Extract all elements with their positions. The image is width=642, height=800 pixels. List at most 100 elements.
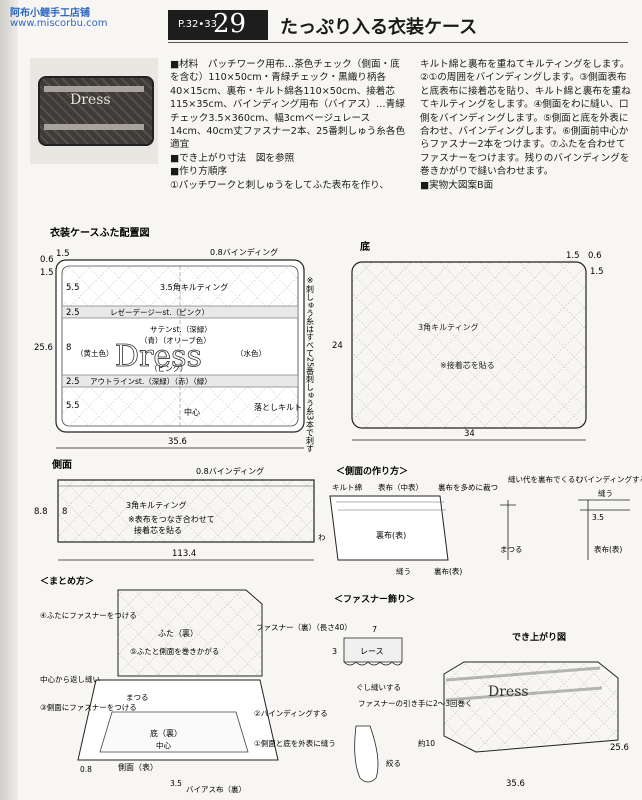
watermark-url: www.miscorbu.com bbox=[10, 18, 108, 29]
item-number: 29 bbox=[213, 9, 247, 39]
lid-otoshi-label: 落としキルト bbox=[254, 402, 302, 412]
sidemake-layers bbox=[336, 501, 446, 511]
side-binding-label: 0.8バインディング bbox=[196, 466, 264, 476]
case-photo-band bbox=[44, 86, 144, 92]
sidemake-binding-drawing bbox=[578, 499, 630, 560]
zipdeco-heading: ＜ファスナー飾り＞ bbox=[334, 593, 415, 605]
lid-dim-f: 8 bbox=[66, 343, 71, 353]
finished-box-drawing bbox=[443, 661, 619, 753]
assembly-center: 中心 bbox=[156, 740, 171, 750]
sidemake-l8: 縫い代を裏布でくるむ bbox=[508, 474, 583, 484]
zipdeco-seven: 7 bbox=[372, 625, 377, 634]
lid-note: ※刺しゅう糸はすべて25番刺しゅう糸3本で刺す bbox=[306, 276, 315, 452]
assembly-bottom: 底（裏） bbox=[150, 728, 182, 738]
page-reference: P.32•33 bbox=[178, 19, 217, 30]
lid-heading: 衣装ケースふた配置図 bbox=[50, 226, 150, 239]
assembly-bottom-drawing bbox=[99, 711, 249, 753]
finished-width: 35.6 bbox=[506, 779, 525, 789]
sidemake-l13: 表布(表) bbox=[594, 544, 622, 554]
sidemake-l1: キルト綿 bbox=[332, 482, 362, 492]
sidemake-l5: 縫う bbox=[396, 566, 411, 576]
header-rule bbox=[168, 42, 628, 43]
lid-satin-label: サテンst.（深緑） bbox=[150, 324, 212, 334]
zipdeco-shiboru: 絞る bbox=[386, 758, 401, 768]
lid-ao-label: （青）（オリーブ色） bbox=[140, 335, 211, 345]
book-spine-shadow bbox=[0, 0, 18, 800]
assembly-side: 側面（表） bbox=[118, 762, 158, 772]
finished-heading: でき上がり図 bbox=[512, 631, 566, 643]
zipdeco-kushi: ぐし縫いする bbox=[356, 682, 401, 692]
watermark-text: 阿布小鲤手工店铺 bbox=[10, 8, 90, 19]
lid-dim-height: 25.6 bbox=[34, 343, 53, 353]
sidemake-seam-drawing bbox=[500, 500, 516, 560]
lid-quilt-label: 3.5角キルティング bbox=[160, 282, 228, 292]
zipdeco-lace-scallop bbox=[343, 661, 403, 666]
side-note1: ※表布をつなぎ合わせて bbox=[128, 514, 215, 524]
bottom-dim-c: 1.5 bbox=[590, 267, 604, 277]
assembly-lid-drawing bbox=[117, 589, 263, 677]
assembly-lid: ふた（裏） bbox=[158, 628, 198, 638]
assembly-s2: ②バインディングする bbox=[254, 708, 328, 718]
sidemake-l3: 裏布を多めに裁つ bbox=[438, 482, 498, 492]
lid-yellow-label: （黄土色） bbox=[76, 348, 114, 358]
side-heading: 側面 bbox=[51, 458, 72, 471]
side-dim-inner: 8 bbox=[62, 507, 67, 517]
zipdeco-tassel-drawing bbox=[354, 725, 379, 783]
assembly-s1: ①側面と底を外表に縫う bbox=[254, 738, 336, 748]
zipdeco-attach: ファスナーの引き手に2～3回巻く bbox=[358, 698, 473, 708]
assembly-matsuru: まつる bbox=[126, 693, 149, 702]
assembly-s3: ③側面にファスナーをつける bbox=[40, 702, 137, 712]
assembly-s4: ④ふたにファスナーをつける bbox=[40, 611, 137, 620]
assembly-s5: ⑤ふたと側面を巻きかがる bbox=[130, 646, 219, 656]
lid-center-label: 中心 bbox=[184, 407, 200, 417]
finished-depth: 25.6 bbox=[610, 743, 629, 753]
bottom-dim-a: 1.5 bbox=[566, 251, 580, 261]
case-photo-embroidery: Dress bbox=[70, 92, 111, 108]
lid-dim-a: 1.5 bbox=[56, 249, 70, 259]
assembly-heading: ＜まとめ方＞ bbox=[40, 575, 94, 587]
product-photo: Dress bbox=[30, 58, 158, 164]
bottom-outline bbox=[351, 261, 587, 429]
lid-dim-e: 2.5 bbox=[66, 308, 80, 318]
lid-dim-g: 2.5 bbox=[66, 377, 80, 387]
bottom-dim-width: 34 bbox=[464, 429, 475, 439]
finished-dress: Dress bbox=[488, 684, 529, 700]
zipdeco-lace: レース bbox=[360, 647, 384, 656]
assembly-zip: ファスナー（裏）（長さ40） bbox=[256, 622, 352, 632]
lid-dim-c: 1.5 bbox=[40, 268, 54, 278]
lid-pink-label: （ピンク） bbox=[150, 364, 188, 373]
side-dim-width: 113.4 bbox=[172, 549, 196, 559]
side-outline bbox=[57, 479, 315, 543]
bottom-note: ※接着芯を貼る bbox=[440, 360, 495, 370]
sidemake-fold-drawing bbox=[329, 495, 449, 561]
assembly-d35: 3.5 bbox=[170, 779, 182, 788]
sidemake-l9: まつる bbox=[500, 545, 523, 554]
lid-water-label: （水色） bbox=[236, 348, 266, 358]
lid-row1-label: レゼーデージーst.（ピンク） bbox=[110, 307, 209, 317]
bottom-dim-height: 24 bbox=[332, 341, 343, 351]
sidemake-l11: 縫う bbox=[598, 488, 613, 498]
assembly-d08: 0.8 bbox=[80, 765, 92, 774]
sidemake-l6: 裏布(表) bbox=[434, 566, 462, 576]
assembly-back: 中心から返し縫い bbox=[40, 674, 100, 684]
lid-dress-embroidery: Dress bbox=[115, 339, 202, 374]
lid-binding-label: 0.8バインディング bbox=[210, 247, 278, 257]
steps-text: キルト綿と裏布を重ねてキルティングをします。②①の周囲をバインディングします。③… bbox=[420, 59, 631, 191]
bottom-quilt-label: 3角キルティング bbox=[418, 322, 479, 332]
assembly-bias: バイアス布（裏） bbox=[186, 784, 246, 794]
sidemake-l10: バインディングする bbox=[580, 474, 642, 484]
side-note2: 接着芯を貼る bbox=[134, 525, 182, 535]
bottom-heading: 底 bbox=[360, 240, 370, 253]
finished-stripes bbox=[445, 666, 603, 702]
sidemake-l4: 裏布(表) bbox=[376, 530, 406, 540]
sidemake-l2: 表布（中表） bbox=[378, 482, 423, 492]
case-photo-band bbox=[44, 124, 144, 130]
lid-dim-h2: 5.5 bbox=[66, 401, 80, 411]
lid-dim-b: 0.6 bbox=[40, 255, 54, 265]
lid-dim-d: 5.5 bbox=[66, 283, 80, 293]
finished-height: 約10 bbox=[418, 738, 435, 748]
materials-text: ■材料 パッチワーク用布…茶色チェック（側面・底を含む）110×50cm・青緑チ… bbox=[170, 59, 406, 191]
zipdeco-three: 3 bbox=[332, 647, 337, 656]
sidemake-l12: 3.5 bbox=[592, 513, 604, 522]
